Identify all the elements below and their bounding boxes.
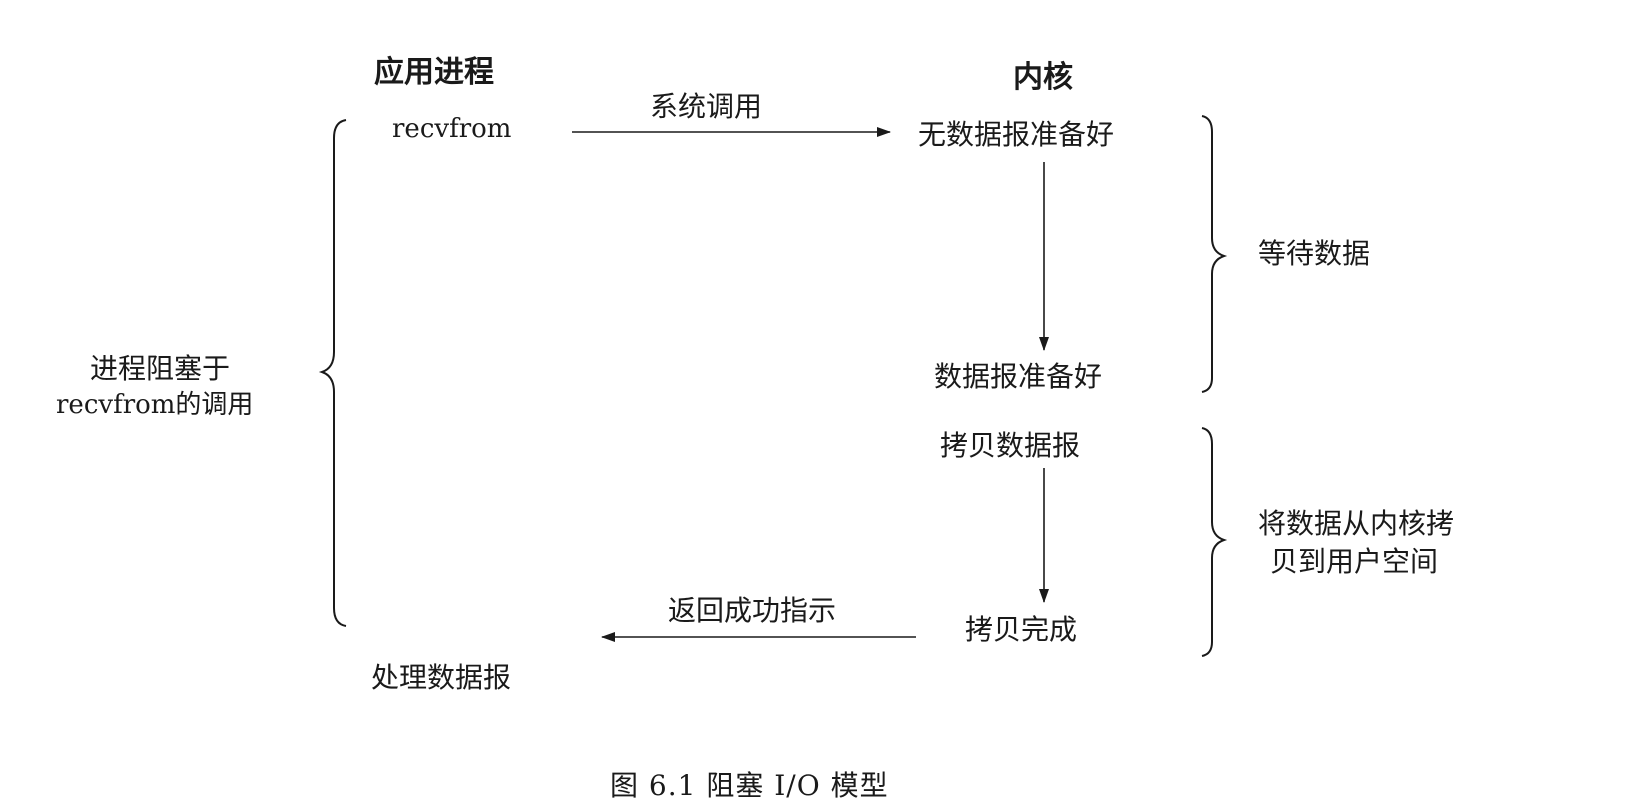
blocked-label-2: recvfrom的调用 [56, 390, 254, 420]
process-datagram-label: 处理数据报 [371, 661, 512, 694]
recvfrom-label: recvfrom [392, 114, 512, 144]
blocked-brace [318, 119, 347, 627]
blocked-label-1: 进程阻塞于 [90, 352, 231, 385]
copy-complete-label: 拷贝完成 [965, 613, 1078, 646]
wait-brace [1201, 115, 1228, 393]
kernel-header: 内核 [1013, 60, 1073, 95]
copy-datagram-label: 拷贝数据报 [940, 429, 1081, 462]
datagram-ready-label: 数据报准备好 [934, 360, 1103, 393]
return-success-label: 返回成功指示 [668, 594, 837, 627]
wait-for-data-label: 等待数据 [1258, 237, 1371, 270]
app-process-header: 应用进程 [374, 55, 494, 90]
no-datagram-ready-label: 无数据报准备好 [918, 118, 1115, 151]
syscall-label: 系统调用 [650, 90, 763, 123]
figure-caption: 图 6.1 阻塞 I/O 模型 [610, 769, 889, 802]
copy-phase-label-1: 将数据从内核拷 [1258, 507, 1455, 540]
copy-phase-label-2: 贝到用户空间 [1270, 545, 1439, 578]
copy-brace [1201, 427, 1228, 657]
